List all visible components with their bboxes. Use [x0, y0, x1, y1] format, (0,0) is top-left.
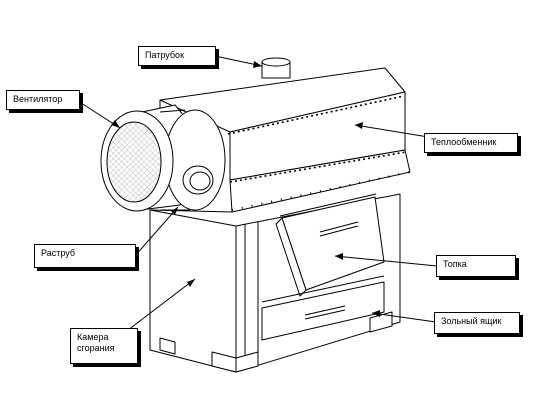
label-kamera-line2: сгорания [77, 342, 115, 353]
label-teploobmennik-text: Теплообменник [431, 137, 497, 147]
label-teploobmennik: Теплообменник [424, 133, 518, 153]
label-ventilyator: Вентилятор [6, 90, 80, 110]
label-kamera-sgoraniya: Камера сгорания [70, 328, 138, 364]
leader-lines [77, 55, 466, 331]
label-rastrub-text: Раструб [41, 248, 75, 258]
label-patrubok-text: Патрубок [145, 50, 185, 60]
leader-arrowheads [111, 61, 380, 317]
label-ventilyator-text: Вентилятор [13, 94, 63, 104]
label-zolnyy-yashchik: Зольный ящик [434, 312, 520, 334]
label-zolnyy-yashchik-text: Зольный ящик [441, 316, 502, 326]
label-rastrub: Раструб [34, 244, 136, 268]
heat-exchanger-body [149, 67, 411, 213]
ash-drawer [261, 275, 385, 341]
inlet-funnel [182, 165, 214, 195]
label-kamera-line1: Камера [77, 332, 109, 342]
label-patrubok: Патрубок [138, 46, 216, 66]
fan-housing [100, 104, 226, 212]
firebox-door [275, 193, 385, 297]
label-topka: Топка [436, 255, 516, 277]
label-topka-text: Топка [443, 259, 467, 269]
top-pipe [261, 57, 291, 79]
